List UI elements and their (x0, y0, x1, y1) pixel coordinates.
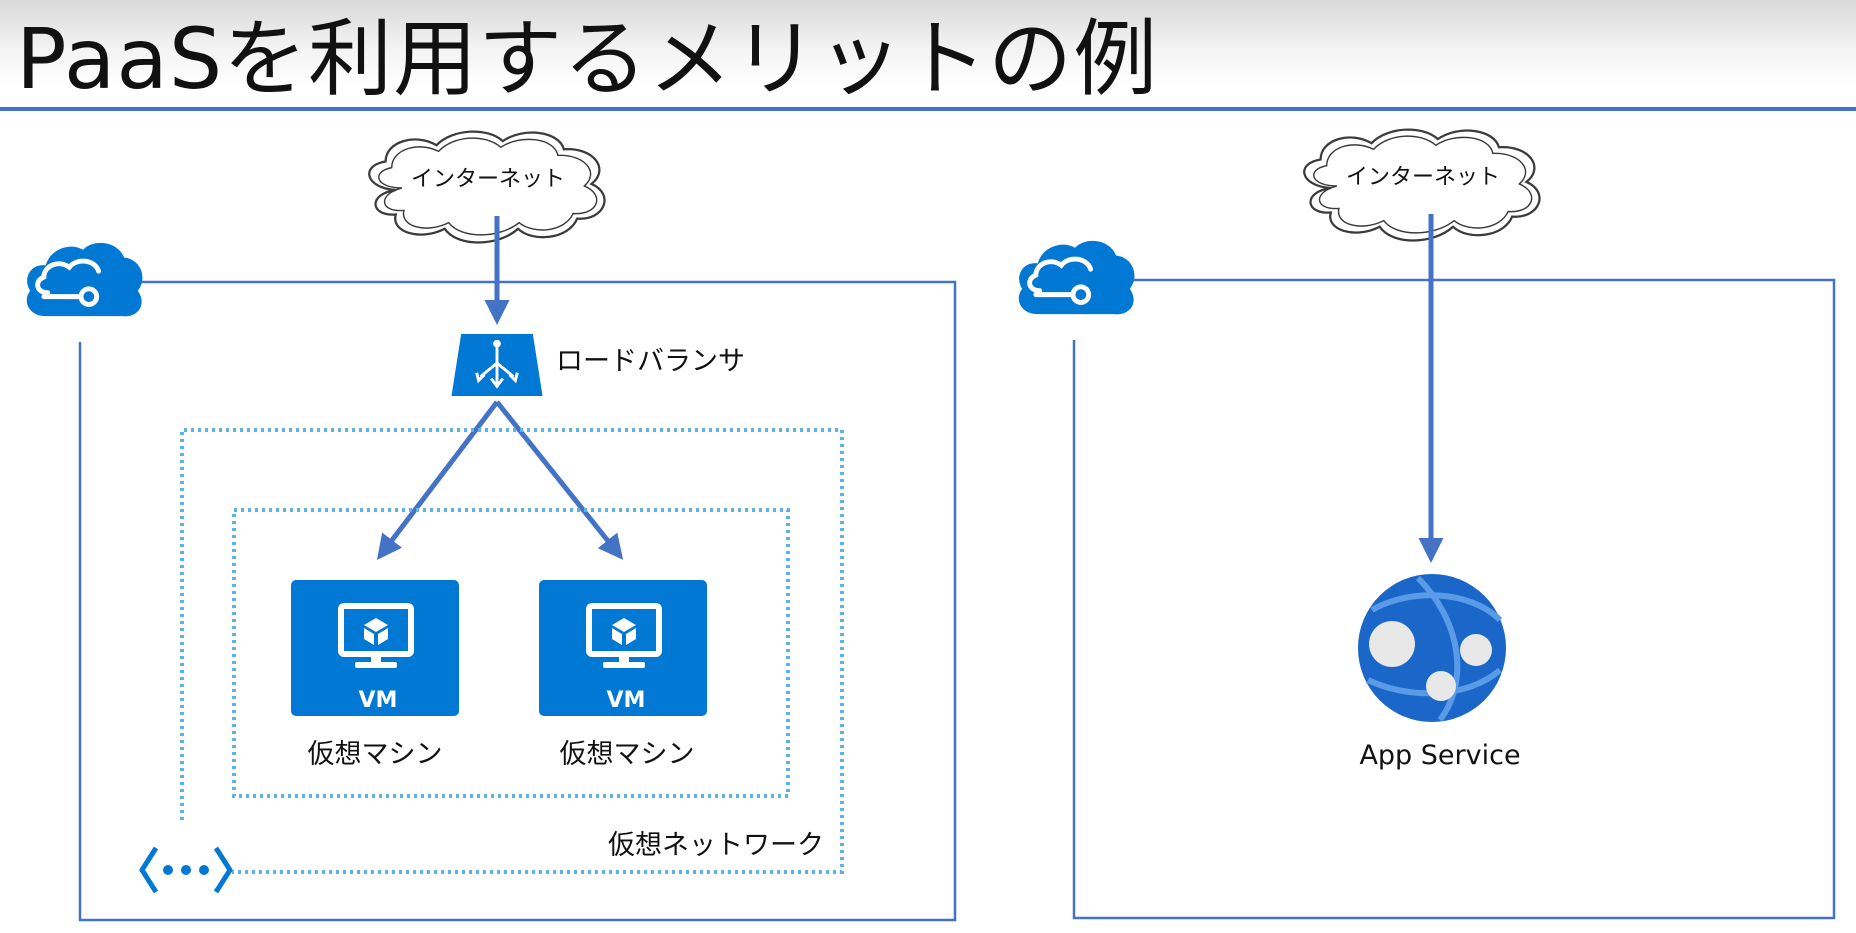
vm-1: VM 仮想マシン (291, 580, 459, 770)
vm-badge: VM (359, 688, 398, 713)
vm-label-1: 仮想マシン (308, 739, 443, 770)
internet-cloud-left: インターネット (368, 130, 606, 244)
azure-cloud-icon (1019, 241, 1135, 314)
title-divider (0, 107, 1856, 111)
vnet-label: 仮想ネットワーク (608, 830, 824, 861)
region-frame-left (78, 280, 957, 922)
load-balancer-label: ロードバランサ (556, 346, 745, 377)
title-bar: PaaSを利用するメリットの例 (0, 0, 1856, 108)
vm-2: VM 仮想マシン (539, 580, 707, 770)
slide-title: PaaSを利用するメリットの例 (16, 10, 1159, 108)
load-balancer: ロードバランサ (450, 334, 745, 396)
vm-badge: VM (607, 688, 646, 713)
left-diagram: インターネット ロードバランサ VM 仮想マシン (27, 130, 957, 922)
vnet-icon (139, 846, 233, 894)
right-diagram: インターネット App Service (1019, 128, 1836, 920)
app-service-label: App Service (1359, 740, 1520, 771)
internet-label-left: インターネット (411, 167, 565, 192)
arrow-lb-to-vm2 (495, 400, 624, 560)
vnet-outer-boundary (180, 428, 844, 874)
vm-label-2: 仮想マシン (560, 739, 695, 770)
arrow-lb-to-vm1 (376, 400, 499, 560)
load-balancer-icon (450, 334, 544, 396)
azure-cloud-icon (27, 243, 143, 316)
internet-cloud-right: インターネット (1303, 128, 1541, 242)
internet-label-right: インターネット (1346, 165, 1500, 190)
region-frame-right (1072, 278, 1836, 920)
app-service-icon (1358, 574, 1506, 722)
